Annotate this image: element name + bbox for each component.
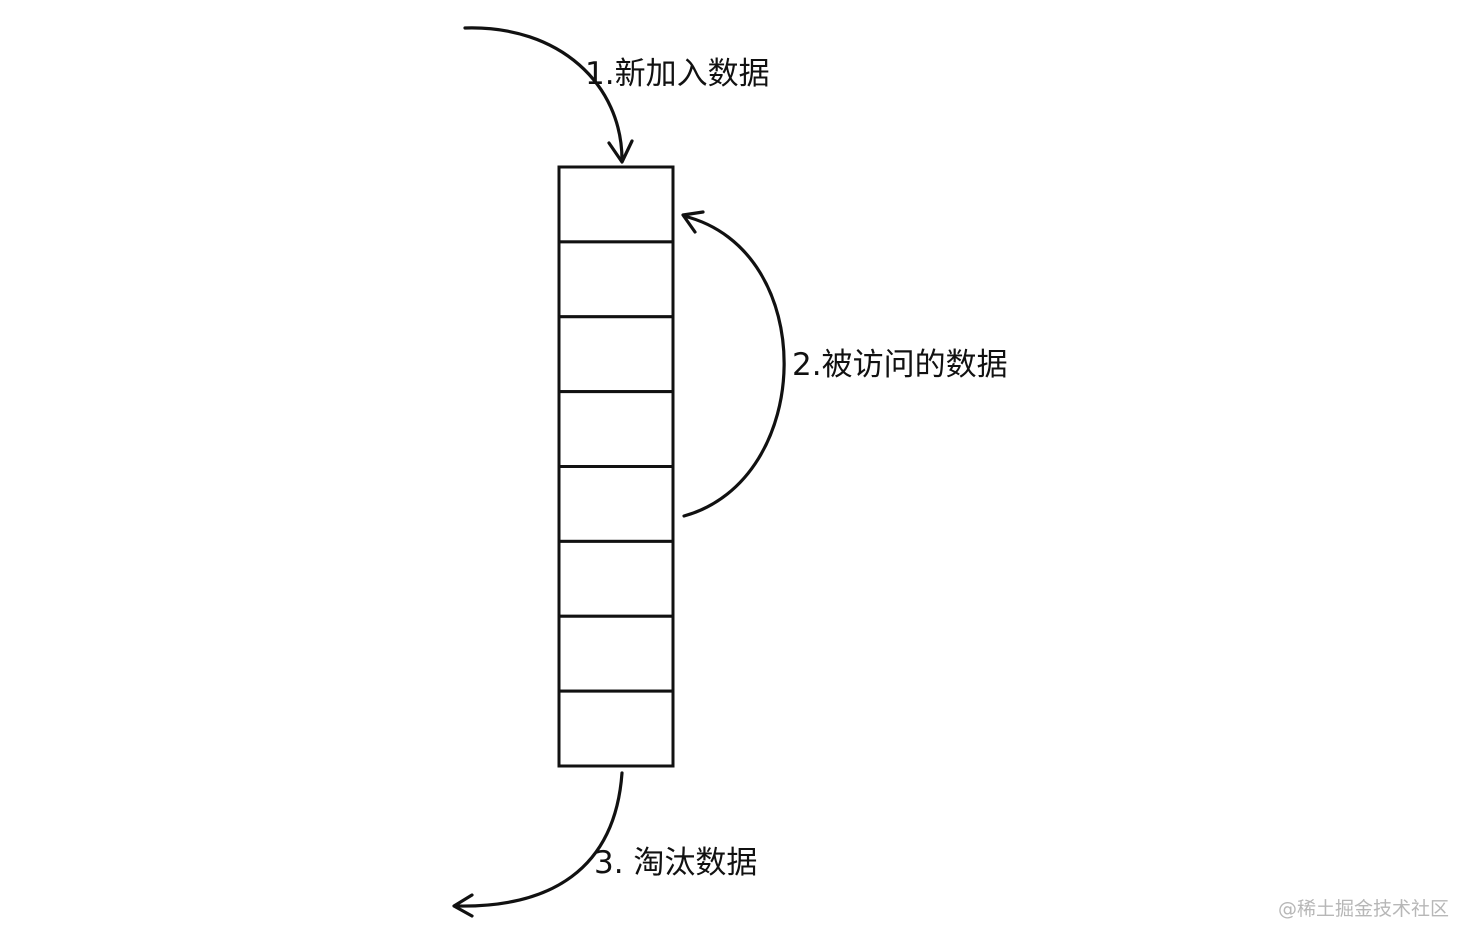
evict-arrow [452, 771, 624, 918]
add-arrow-head [607, 139, 634, 164]
cache-cell [557, 315, 675, 394]
access-arrow-arc [682, 214, 786, 518]
cache-cell [557, 465, 675, 543]
add-label: 1.新加入数据 [585, 56, 770, 92]
evict-arrow-head [452, 893, 474, 918]
cache-cell [557, 689, 675, 768]
cache-cell [557, 240, 675, 319]
cache-cell [557, 165, 675, 244]
cache-cell [557, 539, 675, 618]
evict-arrow-arc [454, 771, 624, 908]
cache-cell [557, 614, 675, 693]
access-arrow-head [681, 210, 705, 234]
evict-label: 3. 淘汰数据 [594, 845, 757, 881]
add-arrow [463, 26, 634, 164]
cache-stack [557, 165, 675, 768]
watermark: @稀土掘金技术社区 [1278, 898, 1449, 920]
access-arrow [681, 210, 786, 518]
add-arrow-arc [463, 26, 624, 162]
access-label: 2.被访问的数据 [792, 347, 1008, 383]
cache-cell [557, 390, 675, 468]
